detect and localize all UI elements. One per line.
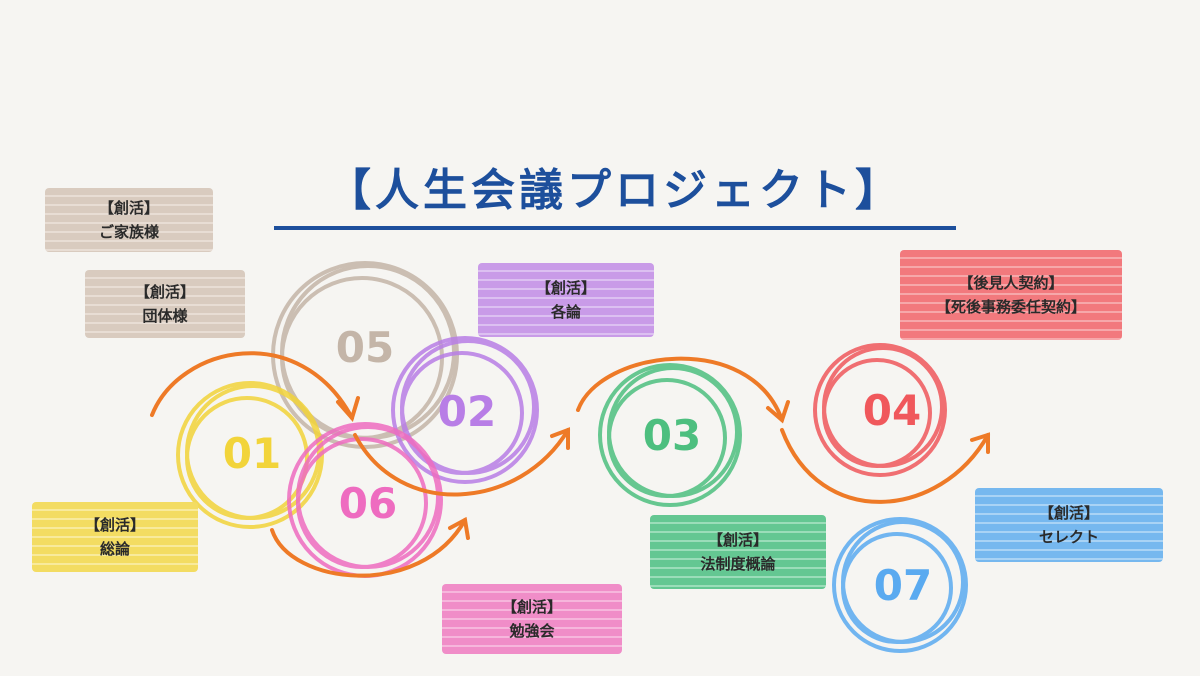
tag-law-line2: 法制度概論	[700, 555, 776, 573]
circle-04-ring	[813, 343, 947, 477]
tag-group: 【創活】 団体様	[85, 270, 245, 338]
circle-07-ring	[832, 517, 968, 653]
tag-each-line2: 各論	[550, 303, 581, 321]
circle-05-label: 05	[336, 323, 394, 372]
tag-each: 【創活】 各論	[478, 263, 654, 337]
arrow-03-to-04-head	[766, 400, 790, 424]
tag-select-line2: セレクト	[1038, 528, 1099, 546]
tag-group-line1: 【創活】	[134, 283, 195, 301]
tag-each-line1: 【創活】	[535, 279, 596, 297]
circle-07-label: 07	[874, 561, 932, 610]
circle-02-label: 02	[438, 387, 496, 436]
tag-law-line1: 【創活】	[707, 531, 768, 549]
tag-guardian: 【後見人契約】 【死後事務委任契約】	[900, 250, 1122, 340]
tag-study-line1: 【創活】	[501, 598, 562, 616]
tag-guardian-line2: 【死後事務委任契約】	[935, 298, 1086, 316]
circle-03-label: 03	[643, 411, 701, 460]
circle-03-ring	[598, 363, 742, 507]
arrow-01-to-06-head	[336, 396, 360, 423]
circle-04-label: 04	[863, 386, 921, 435]
circle-06-label: 06	[339, 479, 397, 528]
tag-family: 【創活】 ご家族様	[45, 188, 213, 252]
tag-study: 【創活】 勉強会	[442, 584, 622, 654]
tag-law: 【創活】 法制度概論	[650, 515, 826, 589]
tag-family-line2: ご家族様	[98, 223, 159, 241]
arrow-04-to-next	[780, 428, 990, 504]
page-title: 【人生会議プロジェクト】	[327, 165, 903, 216]
circle-02-ring	[391, 336, 539, 484]
arrow-to-study	[270, 518, 467, 578]
title-underline	[274, 226, 956, 230]
tag-family-line1: 【創活】	[98, 199, 159, 217]
tag-general: 【創活】 総論	[32, 502, 198, 572]
tag-guardian-line1: 【後見人契約】	[958, 274, 1064, 292]
arrow-01-to-06	[150, 351, 354, 420]
tag-general-line2: 総論	[99, 540, 130, 558]
arrow-to-study-head	[448, 516, 470, 540]
circle-01-label: 01	[223, 429, 281, 478]
title-block: 【人生会議プロジェクト】	[270, 158, 960, 238]
flow-arrows	[150, 351, 990, 578]
arrow-04-to-next-head	[970, 432, 990, 454]
tag-study-line2: 勉強会	[509, 622, 555, 640]
tag-select: 【創活】 セレクト	[975, 488, 1163, 562]
tag-select-line1: 【創活】	[1038, 504, 1099, 522]
tag-general-line1: 【創活】	[84, 516, 145, 534]
arrow-06-to-03	[353, 428, 570, 497]
tag-group-line2: 団体様	[142, 307, 188, 325]
arrow-06-to-03-head	[550, 427, 570, 450]
arrow-03-to-04	[576, 356, 784, 422]
